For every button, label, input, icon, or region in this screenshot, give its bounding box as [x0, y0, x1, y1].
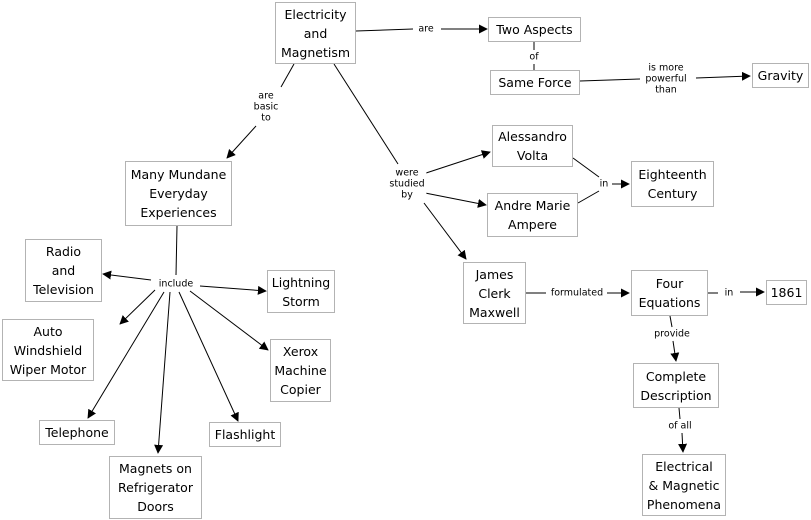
edge-mundane-include — [175, 225, 178, 276]
edge-include-flashlight — [178, 291, 239, 422]
edge-equations-provide — [669, 315, 673, 328]
concept-xerox-machine-copier: Xerox Machine Copier — [270, 339, 331, 402]
concept-electrical-magnetic-phenomena: Electrical & Magnetic Phenomena — [642, 454, 726, 516]
concept-radio-television: Radio and Television — [25, 239, 102, 302]
concept-andre-marie-ampere: Andre Marie Ampere — [487, 193, 578, 237]
concept-flashlight: Flashlight — [209, 422, 281, 447]
concept-eighteenth-century: Eighteenth Century — [631, 161, 714, 207]
concept-auto-windshield-wiper-motor: Auto Windshield Wiper Motor — [2, 319, 94, 381]
edge-powerful-gravity — [695, 71, 751, 81]
concept-gravity: Gravity — [752, 63, 809, 88]
edge-electricity-are — [355, 28, 414, 32]
link-are: are — [416, 22, 436, 36]
concept-magnets-on-refrigerator-doors: Magnets on Refrigerator Doors — [109, 456, 202, 519]
concept-james-clerk-maxwell: James Clerk Maxwell — [463, 262, 526, 324]
edge-include-radio — [102, 270, 152, 281]
link-provide: provide — [652, 327, 692, 341]
edge-basic-mundane — [226, 125, 257, 159]
link-include: include — [156, 277, 196, 291]
edge-include-magnets — [154, 291, 171, 454]
link-are-basic-to: are basic to — [251, 89, 281, 125]
concept-alessandro-volta: Alessandro Volta — [492, 125, 573, 167]
edge-studied-ampere — [419, 191, 487, 208]
concept-two-aspects: Two Aspects — [488, 17, 581, 42]
concept-many-mundane-experiences: Many Mundane Everyday Experiences — [125, 161, 232, 226]
link-of: of — [527, 50, 541, 64]
edge-include-telephone — [87, 291, 165, 419]
link-of-all: of all — [666, 419, 694, 433]
edge-volta-in — [572, 157, 600, 178]
edge-provide-complete — [670, 340, 680, 362]
edge-studied-maxwell — [423, 202, 467, 260]
edge-ampere-in — [577, 190, 600, 204]
edge-include-lightning — [199, 285, 267, 295]
edge-same-force-powerful — [579, 78, 641, 82]
link-formulated: formulated — [548, 286, 606, 300]
concept-1861: 1861 — [766, 280, 807, 305]
edge-include-wiper — [119, 289, 156, 325]
link-in-year: in — [722, 286, 736, 300]
concept-same-force: Same Force — [490, 70, 580, 95]
concept-electricity-magnetism: Electricity and Magnetism — [275, 2, 356, 64]
concept-telephone: Telephone — [39, 420, 115, 445]
link-in-century: in — [597, 177, 611, 191]
edge-include-xerox — [189, 290, 269, 351]
link-were-studied-by: were studied by — [387, 166, 427, 202]
concept-complete-description: Complete Description — [633, 363, 719, 408]
edge-complete-ofall — [678, 407, 681, 420]
edge-ofall-phenomena — [678, 432, 688, 453]
link-is-more-powerful-than: is more powerful than — [643, 61, 689, 97]
edge-studied-volta — [419, 150, 491, 176]
concept-four-equations: Four Equations — [631, 270, 708, 316]
edge-electricity-basic — [280, 63, 295, 88]
concept-lightning-storm: Lightning Storm — [267, 270, 335, 313]
edge-electricity-studied — [333, 63, 399, 165]
